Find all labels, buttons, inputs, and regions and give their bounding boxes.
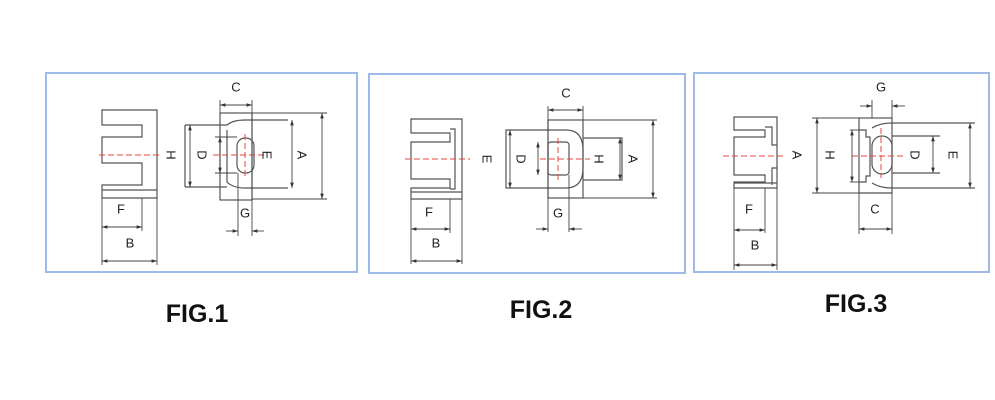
figure-3: G A H D E C F B (693, 72, 990, 273)
figure-2: C E D H A G F B (368, 73, 686, 274)
dim-label-e: E (260, 151, 275, 160)
figure-3-front-view (812, 100, 975, 234)
dim-label-h: H (592, 154, 607, 163)
dim-label-b: B (432, 235, 441, 250)
dim-label-d: D (514, 154, 529, 163)
dim-label-c: C (231, 79, 240, 94)
figure-1: C H D E A G F B (45, 72, 358, 273)
figure-2-caption: FIG.2 (509, 296, 573, 324)
figure-1-frame (45, 72, 358, 273)
dim-label-e: E (480, 155, 495, 164)
dim-label-f: F (745, 201, 753, 216)
figure-2-side-view (405, 118, 470, 264)
figure-3-frame (693, 72, 990, 273)
figure-2-frame (368, 73, 686, 274)
figure-3-caption: FIG.3 (824, 290, 888, 318)
figure-2-front-view (505, 106, 657, 232)
dim-label-h: H (823, 150, 838, 159)
dim-label-c: C (561, 85, 570, 100)
dim-label-g: G (876, 79, 886, 94)
dim-label-f: F (117, 201, 125, 216)
figure-3-side-view (723, 116, 785, 270)
dim-label-g: G (553, 205, 563, 220)
figure-1-caption: FIG.1 (165, 300, 229, 328)
dim-label-c: C (870, 201, 879, 216)
figure-1-front-view (184, 100, 327, 236)
dim-label-a: A (790, 151, 805, 160)
dim-label-b: B (751, 237, 760, 252)
dim-label-h: H (164, 150, 179, 159)
figure-1-side-view (99, 109, 160, 265)
dim-label-a: A (626, 155, 641, 164)
dim-label-d: D (195, 150, 210, 159)
dim-label-g: G (240, 205, 250, 220)
dim-label-e: E (946, 151, 961, 160)
dim-label-d: D (908, 150, 923, 159)
dim-label-f: F (425, 204, 433, 219)
dim-label-b: B (126, 235, 135, 250)
dim-label-a: A (295, 151, 310, 160)
